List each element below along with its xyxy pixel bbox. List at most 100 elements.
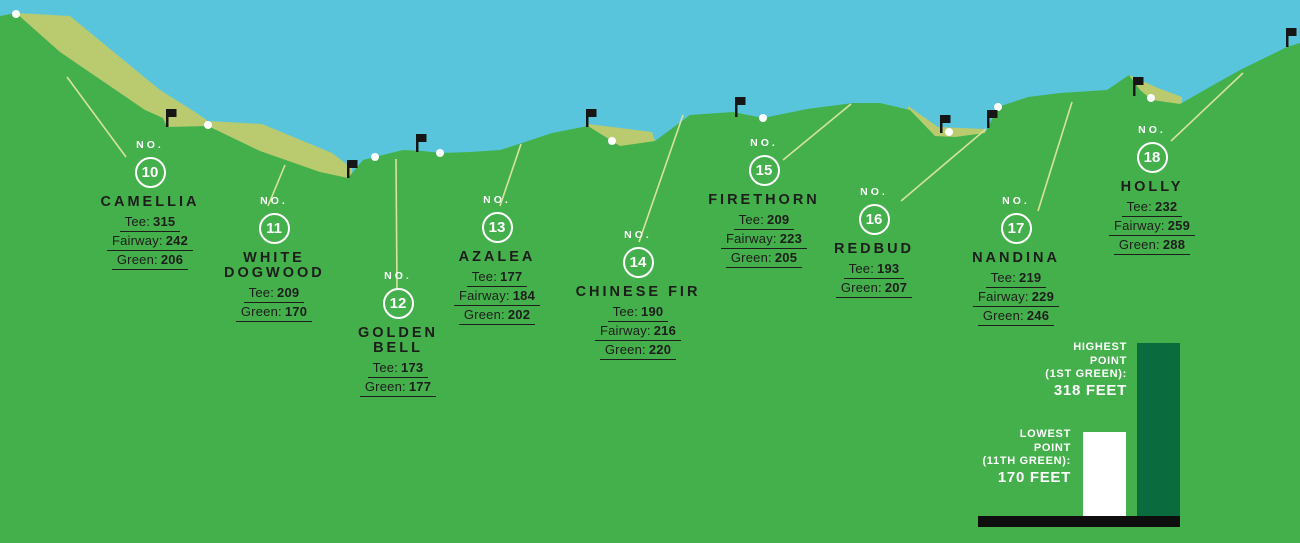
pointer-line-18	[1170, 72, 1244, 142]
flag-icon-hole16	[987, 110, 998, 128]
hole-name: CAMELLIA	[100, 194, 200, 210]
flag-icon-hole14	[735, 97, 746, 117]
hole-number: 16	[865, 211, 883, 228]
flag-icon-hole17	[1133, 77, 1144, 96]
flag-icon-hole10	[166, 109, 177, 127]
legend-highest-value: 318 FEET	[1053, 381, 1127, 399]
stat-green: Green:207	[789, 281, 959, 298]
hole-number-badge: 17	[1000, 213, 1032, 244]
lowest-point-bar	[1083, 432, 1126, 516]
hole-no-label: NO.	[624, 229, 652, 241]
stat-green: Green:177	[313, 380, 483, 397]
hole-label-17: NO. 17 NANDINA Tee:219 Fairway:229 Green…	[931, 196, 1101, 328]
stat-tee: Tee:315	[65, 215, 235, 232]
legend-lowest-label: LOWEST POINT (11TH GREEN):	[982, 428, 1071, 467]
pointer-line-10	[66, 76, 127, 158]
stat-tee: Tee:173	[313, 361, 483, 378]
hole-number: 10	[141, 164, 159, 181]
hole-no-label: NO.	[860, 186, 888, 198]
elevation-dot	[945, 128, 953, 136]
stat-green: Green:206	[65, 253, 235, 270]
flag-icon-hole11	[347, 160, 358, 178]
stat-tee: Tee:193	[789, 262, 959, 279]
hole-number-badge: 16	[858, 204, 890, 235]
stat-fairway: Fairway:242	[65, 234, 235, 251]
stat-tee: Tee:209	[189, 286, 359, 303]
stat-tee: Tee:209	[679, 213, 849, 230]
stat-fairway: Fairway:259	[1067, 219, 1237, 236]
elevation-dot	[436, 149, 444, 157]
elevation-dot	[12, 10, 20, 18]
elevation-dot	[608, 137, 616, 145]
hole-number-badge: 18	[1136, 142, 1168, 173]
hole-number-badge: 12	[382, 288, 414, 319]
hole-name: NANDINA	[972, 250, 1060, 266]
flag-icon-hole15	[940, 115, 951, 133]
pointer-line-13	[499, 143, 522, 207]
hole-number: 12	[389, 295, 407, 312]
hole-number-badge: 13	[481, 212, 513, 243]
elevation-dot	[371, 153, 379, 161]
hole-label-10: NO. 10 CAMELLIA Tee:315 Fairway:242 Gree…	[65, 140, 235, 272]
hole-no-label: NO.	[260, 195, 288, 207]
stat-green: Green:170	[189, 305, 359, 322]
green-flags	[166, 28, 1297, 178]
pointer-line-17	[1037, 101, 1073, 212]
grass-terrain	[0, 13, 1300, 543]
hole-label-15: NO. 15 FIRETHORN Tee:209 Fairway:223 Gre…	[679, 138, 849, 270]
elevation-dot	[994, 103, 1002, 111]
pointer-line-12	[395, 158, 398, 290]
hole-number-badge: 14	[622, 247, 654, 278]
elevation-dot	[1147, 94, 1155, 102]
hole-name: WHITE DOGWOOD	[224, 250, 325, 281]
stat-green: Green:246	[931, 309, 1101, 326]
hole-number: 13	[488, 219, 506, 236]
hole-number: 14	[629, 254, 647, 271]
hole-label-13: NO. 13 AZALEA Tee:177 Fairway:184 Green:…	[412, 195, 582, 327]
hole-no-label: NO.	[1002, 195, 1030, 207]
stat-tee: Tee:232	[1067, 200, 1237, 217]
flag-icon-hole12	[416, 134, 427, 152]
hole-label-16: NO. 16 REDBUD Tee:193 Green:207	[789, 187, 959, 300]
hole-no-label: NO.	[1138, 124, 1166, 136]
hole-no-label: NO.	[483, 194, 511, 206]
stat-tee: Tee:177	[412, 270, 582, 287]
hole-name: FIRETHORN	[708, 192, 820, 208]
hole-label-12: NO. 12 GOLDEN BELL Tee:173 Green:177	[313, 271, 483, 399]
hole-number: 17	[1007, 220, 1025, 237]
stat-green: Green:288	[1067, 238, 1237, 255]
pointer-line-14	[638, 114, 684, 243]
hole-name: REDBUD	[833, 241, 915, 257]
stat-tee: Tee:190	[553, 305, 723, 322]
hole-no-label: NO.	[136, 139, 164, 151]
hole-name: CHINESE FIR	[575, 284, 701, 300]
hole-name: AZALEA	[458, 249, 536, 265]
hole-number: 18	[1143, 149, 1161, 166]
stat-fairway: Fairway:184	[412, 289, 582, 306]
hole-number: 15	[755, 162, 773, 179]
stat-tee: Tee:219	[931, 271, 1101, 288]
hole-number-badge: 10	[134, 157, 166, 188]
legend-highest-label: HIGHEST POINT (1ST GREEN):	[1045, 341, 1127, 380]
pointer-lines	[66, 72, 1244, 290]
elevation-dots	[12, 10, 1155, 161]
elevation-dot	[759, 114, 767, 122]
hole-label-11: NO. 11 WHITE DOGWOOD Tee:209 Green:170	[189, 196, 359, 324]
legend-lowest-value: 170 FEET	[997, 468, 1071, 486]
stat-fairway: Fairway:223	[679, 232, 849, 249]
stat-fairway: Fairway:229	[931, 290, 1101, 307]
hole-number: 11	[266, 220, 282, 237]
legend-baseline	[978, 516, 1180, 527]
hole-label-18: NO. 18 HOLLY Tee:232 Fairway:259 Green:2…	[1067, 125, 1237, 257]
flag-icon-hole13	[586, 109, 597, 127]
hole-name: GOLDEN BELL	[357, 325, 439, 356]
pointer-line-16	[900, 128, 987, 202]
hole-number-badge: 11	[258, 213, 290, 244]
pointer-line-11	[267, 164, 286, 207]
legend-highest-point: HIGHEST POINT (1ST GREEN): 318 FEET	[1045, 341, 1127, 400]
stat-green: Green:220	[553, 343, 723, 360]
hole-number-badge: 15	[748, 155, 780, 186]
stat-green: Green:202	[412, 308, 582, 325]
